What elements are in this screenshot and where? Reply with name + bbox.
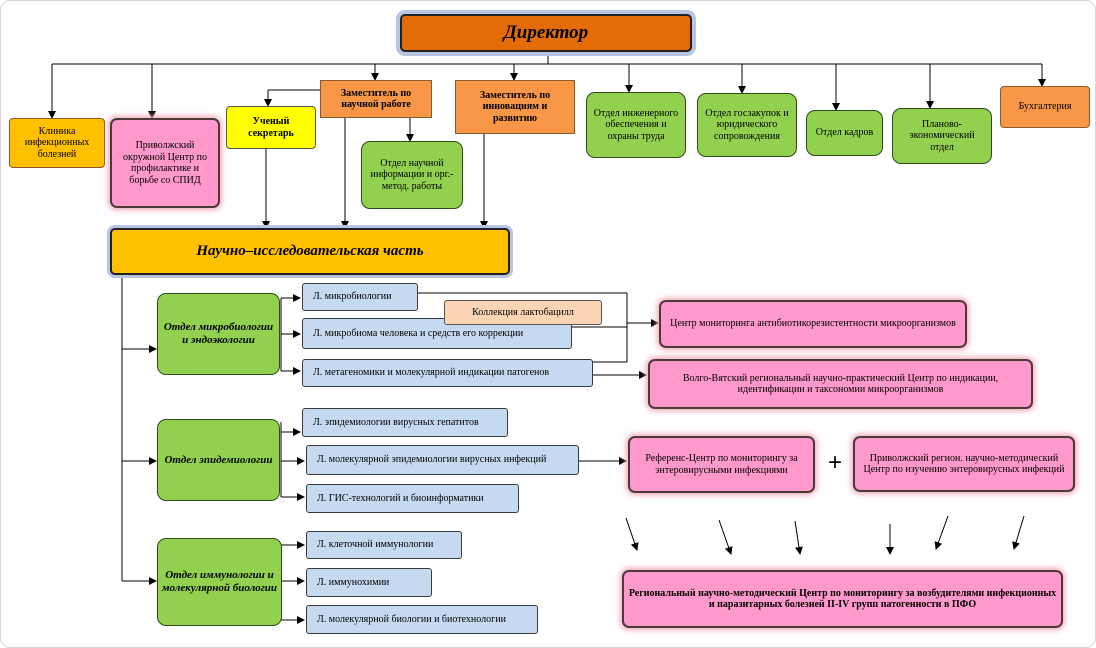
deputy-science-box: Заместитель по научной работе	[320, 80, 432, 118]
dept-procurement-box: Отдел госзакупок и юридического сопровож…	[697, 93, 797, 157]
plus-sign: +	[827, 449, 842, 477]
director-box: Директор	[400, 14, 692, 52]
lab-metagenomics: Л. метагеномики и молекулярной индикации…	[302, 359, 593, 387]
lab-gis: Л. ГИС-технологий и биоинформатики	[306, 484, 519, 513]
secretary-box: Ученый секретарь	[226, 106, 316, 149]
privolzhsky-entero-center-box: Приволжский регион. научно-методический …	[853, 436, 1075, 492]
lab-molecular-biology: Л. молекулярной биологии и биотехнологии	[306, 605, 538, 634]
regional-center-box: Региональный научно-методический Центр п…	[622, 570, 1063, 628]
reference-center-box: Референс-Центр по мониторингу за энтеров…	[628, 436, 815, 493]
dept-planning-box: Планово-экономический отдел	[892, 108, 992, 164]
lactobacilli-collection-box: Коллекция лактобацилл	[444, 300, 602, 325]
aids-center-box: Приволжский окружной Центр по профилакти…	[110, 118, 220, 208]
dept-engineering-box: Отдел инженерного обеспечения и охраны т…	[586, 92, 686, 158]
volga-vyatka-center-box: Волго-Вятский региональный научно-практи…	[648, 359, 1033, 409]
research-part-box: Научно–исследовательская часть	[110, 228, 510, 275]
science-info-dept-box: Отдел научной информации и орг.-метод. р…	[361, 141, 463, 209]
lab-cell-immunology: Л. клеточной иммунологии	[306, 531, 462, 559]
dept-microbiology-box: Отдел микробиологии и эндоэкологии	[157, 293, 280, 375]
lab-immunochemistry: Л. иммунохимии	[306, 568, 432, 597]
lab-molecular-epidemiology: Л. молекулярной эпидемиологии вирусных и…	[306, 445, 579, 475]
dept-epidemiology-box: Отдел эпидемиологии	[157, 419, 280, 501]
deputy-innovation-box: Заместитель по инновациям и развитию	[455, 80, 575, 134]
accounting-box: Бухгалтерия	[1000, 86, 1090, 128]
lab-hepatitis: Л. эпидемиологии вирусных гепатитов	[302, 408, 508, 437]
antibiotic-center-box: Центр мониторинга антибиотикорезистентно…	[659, 300, 967, 348]
lab-microbiology: Л. микробиологии	[302, 283, 418, 311]
dept-hr-box: Отдел кадров	[806, 110, 883, 156]
clinic-box: Клиника инфекционных болезней	[9, 118, 105, 168]
dept-immunology-box: Отдел иммунологии и молекулярной биологи…	[157, 538, 282, 626]
